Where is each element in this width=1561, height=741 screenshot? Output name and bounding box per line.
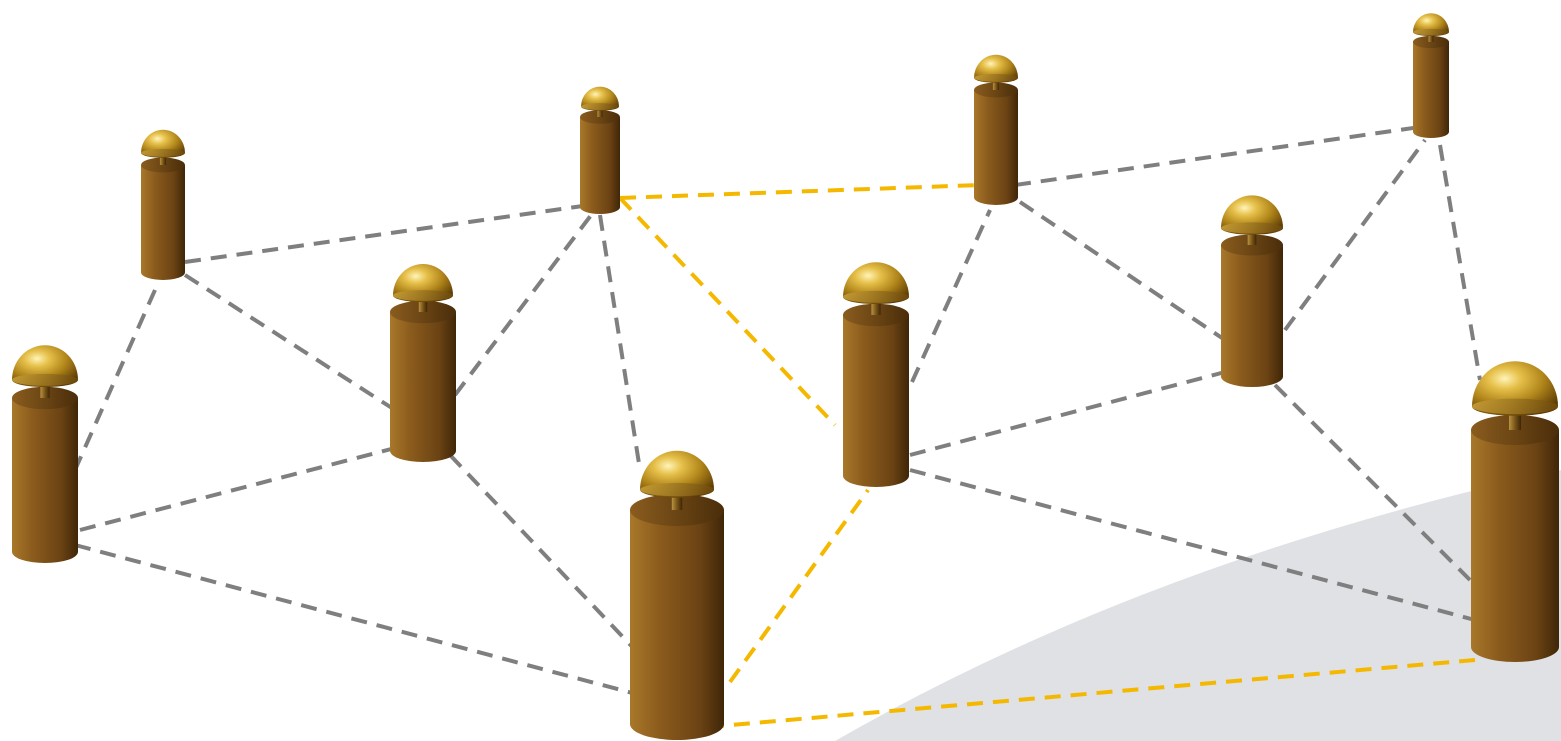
network-link — [1283, 138, 1427, 332]
antenna-beacon-icon — [974, 54, 1018, 205]
network-link — [910, 209, 992, 383]
highlighted-link — [619, 183, 981, 200]
background-swoosh — [835, 470, 1561, 741]
network-link — [1014, 125, 1421, 187]
network-link — [1438, 144, 1482, 381]
network-link — [448, 453, 642, 657]
highlighted-link — [618, 196, 837, 427]
network-link — [79, 446, 396, 532]
highlighted-link — [728, 488, 870, 684]
network-link — [909, 370, 1226, 457]
network-link — [1273, 383, 1472, 582]
network-nodes — [12, 13, 1559, 740]
antenna-beacon-icon — [1221, 195, 1283, 387]
network-link — [183, 273, 397, 412]
network-link — [909, 468, 1476, 622]
antenna-beacon-icon — [1413, 13, 1449, 138]
network-links — [73, 125, 1482, 729]
network-link — [1018, 200, 1227, 342]
antenna-beacon-icon — [12, 345, 78, 563]
antenna-beacon-icon — [1471, 361, 1559, 662]
network-link — [598, 214, 642, 471]
network-link — [453, 208, 597, 397]
antenna-beacon-icon — [390, 264, 456, 462]
antenna-beacon-icon — [630, 450, 724, 740]
network-link — [184, 203, 591, 264]
antenna-beacon-icon — [843, 262, 910, 487]
network-link — [73, 289, 157, 471]
antenna-beacon-icon — [580, 86, 620, 214]
network-link — [74, 543, 641, 697]
antenna-beacon-icon — [141, 129, 185, 280]
